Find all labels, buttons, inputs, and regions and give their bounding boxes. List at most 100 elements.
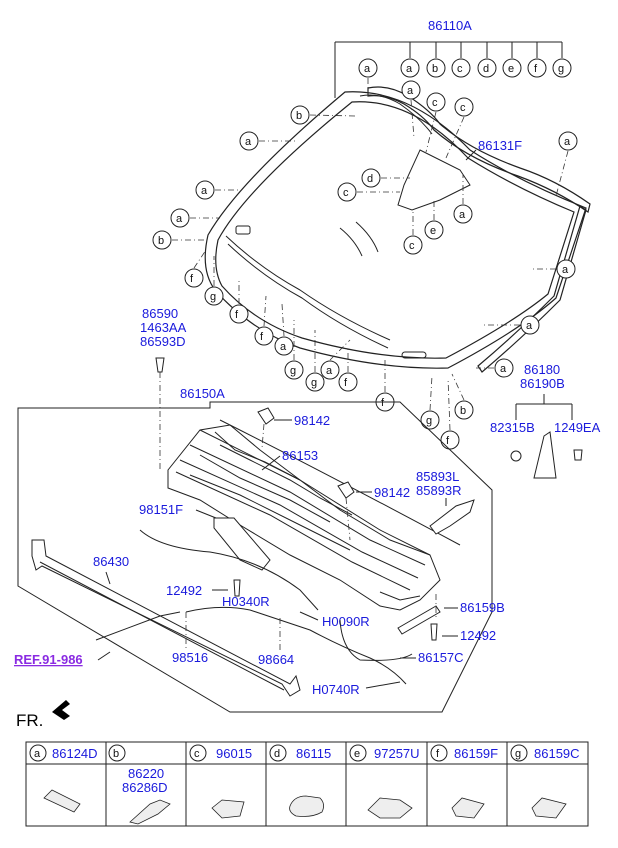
legend-thumb-g xyxy=(531,797,567,819)
svg-text:a: a xyxy=(406,63,413,75)
svg-text:c: c xyxy=(343,187,349,199)
part-label-12492-a[interactable]: 12492 xyxy=(166,583,202,598)
legend-part-86159c[interactable]: 86159C xyxy=(534,746,580,761)
legend-header-f: f 86159F xyxy=(430,744,498,762)
windshield-glass xyxy=(204,91,587,369)
clip-12492-b xyxy=(430,623,438,641)
part-label-85893l[interactable]: 85893L xyxy=(416,469,459,484)
svg-text:g: g xyxy=(290,365,296,377)
legend-header-e: e 97257U xyxy=(349,744,420,762)
part-label-98142-b[interactable]: 98142 xyxy=(374,485,410,500)
legend-header-a: a 86124D xyxy=(29,744,98,762)
part-label-h0090r[interactable]: H0090R xyxy=(322,614,370,629)
legend-header-g: g 86159C xyxy=(510,744,580,762)
part-label-86110a[interactable]: 86110A xyxy=(428,18,472,33)
svg-text:g: g xyxy=(515,748,521,760)
legend-header-c: c 96015 xyxy=(189,744,252,762)
svg-text:g: g xyxy=(311,377,317,389)
part-label-12492-b[interactable]: 12492 xyxy=(460,628,496,643)
legend-thumb-b xyxy=(129,799,171,825)
svg-text:b: b xyxy=(432,63,438,75)
part-label-1249ea[interactable]: 1249EA xyxy=(554,420,601,435)
part-label-85893r[interactable]: 85893R xyxy=(416,483,462,498)
clip-12492-a xyxy=(233,579,241,597)
svg-text:a: a xyxy=(34,748,41,760)
part-label-h0340r[interactable]: H0340R xyxy=(222,594,270,609)
legend-thumb-e xyxy=(367,797,413,819)
svg-text:g: g xyxy=(210,291,216,303)
legend-part-86124d[interactable]: 86124D xyxy=(52,746,98,761)
legend-thumb-d xyxy=(289,795,324,817)
legend-header-b: b 86220 86286D xyxy=(108,744,168,795)
part-label-86430[interactable]: 86430 xyxy=(93,554,129,569)
svg-text:c: c xyxy=(460,102,466,114)
svg-text:d: d xyxy=(483,63,489,75)
svg-text:a: a xyxy=(326,365,333,377)
cowl-panel-86153 xyxy=(167,419,461,611)
part-label-86153[interactable]: 86153 xyxy=(282,448,318,463)
svg-text:g: g xyxy=(558,63,564,75)
svg-text:b: b xyxy=(296,110,302,122)
legend-part-86220[interactable]: 86220 xyxy=(128,766,164,781)
svg-text:a: a xyxy=(364,63,371,75)
part-label-86190b[interactable]: 86190B xyxy=(520,376,565,391)
svg-text:f: f xyxy=(190,273,194,285)
bracket-98151f xyxy=(213,517,271,571)
svg-text:e: e xyxy=(508,63,514,75)
svg-text:a: a xyxy=(562,264,569,276)
svg-text:d: d xyxy=(274,748,280,760)
hose-h0740r xyxy=(185,606,407,685)
svg-text:a: a xyxy=(280,341,287,353)
svg-text:a: a xyxy=(500,363,507,375)
part-label-86150a[interactable]: 86150A xyxy=(180,386,225,401)
part-label-98142-a[interactable]: 98142 xyxy=(294,413,330,428)
part-label-86131f[interactable]: 86131F xyxy=(478,138,522,153)
svg-text:f: f xyxy=(436,748,440,760)
svg-text:c: c xyxy=(194,748,200,760)
part-label-1463aa[interactable]: 1463AA xyxy=(140,320,187,335)
clip-86590 xyxy=(155,357,165,373)
part-label-86180[interactable]: 86180 xyxy=(524,362,560,377)
legend-part-86286d[interactable]: 86286D xyxy=(122,780,168,795)
svg-text:a: a xyxy=(245,136,252,148)
legend-table xyxy=(25,741,589,827)
ref-link-91-986[interactable]: REF.91-986 xyxy=(14,652,83,667)
legend-part-97257u[interactable]: 97257U xyxy=(374,746,420,761)
part-label-h0740r[interactable]: H0740R xyxy=(312,682,360,697)
screw-1249ea xyxy=(573,449,583,461)
legend-thumb-f xyxy=(451,797,485,819)
part-label-86593d[interactable]: 86593D xyxy=(140,334,186,349)
part-label-86157c[interactable]: 86157C xyxy=(418,650,464,665)
part-label-86590[interactable]: 86590 xyxy=(142,306,178,321)
part-label-98516[interactable]: 98516 xyxy=(172,650,208,665)
front-arrow-icon xyxy=(52,700,70,720)
svg-text:g: g xyxy=(426,415,432,427)
garnish-86180 xyxy=(533,431,557,479)
svg-text:a: a xyxy=(459,209,466,221)
svg-text:a: a xyxy=(201,185,208,197)
svg-text:c: c xyxy=(409,240,415,252)
svg-text:b: b xyxy=(113,748,119,760)
svg-text:f: f xyxy=(446,435,450,447)
svg-text:a: a xyxy=(176,213,183,225)
hose-ref xyxy=(95,611,181,641)
legend-part-96015[interactable]: 96015 xyxy=(216,746,252,761)
legend-part-86159f[interactable]: 86159F xyxy=(454,746,498,761)
svg-text:a: a xyxy=(407,85,414,97)
cowl-group-box xyxy=(17,401,493,713)
weatherstrip-86430 xyxy=(31,539,301,697)
part-label-86159b[interactable]: 86159B xyxy=(460,600,505,615)
front-direction-label: FR. xyxy=(16,711,43,730)
part-label-82315b[interactable]: 82315B xyxy=(490,420,535,435)
svg-text:b: b xyxy=(460,405,466,417)
svg-text:a: a xyxy=(526,320,533,332)
part-label-98664[interactable]: 98664 xyxy=(258,652,294,667)
molding-86131f xyxy=(367,86,591,373)
legend-part-86115[interactable]: 86115 xyxy=(296,746,331,761)
svg-text:f: f xyxy=(344,377,348,389)
seal-86159b xyxy=(397,605,441,635)
part-label-98151f[interactable]: 98151F xyxy=(139,502,183,517)
svg-text:f: f xyxy=(235,309,239,321)
svg-text:f: f xyxy=(381,397,385,409)
washer-nozzle-98142-b xyxy=(337,481,355,541)
